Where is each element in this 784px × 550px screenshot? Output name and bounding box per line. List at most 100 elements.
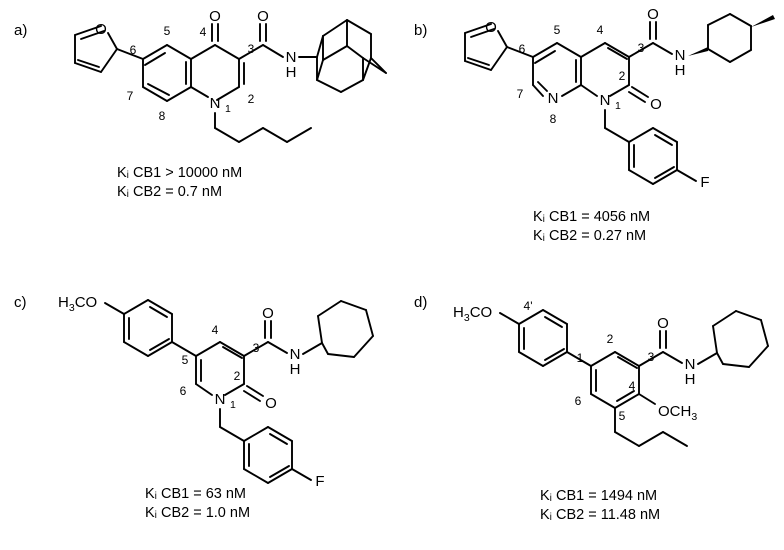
methoxy-group-c: H3CO <box>58 294 125 315</box>
atom-label-H-amide-b: H <box>675 62 686 79</box>
ring-num-5-c: 5 <box>182 353 189 367</box>
atom-label-OCH3-d: OCH3 <box>658 403 697 423</box>
atom-label-O-furan-b: O <box>485 19 497 36</box>
structure-c-svg: H3CO <box>58 294 374 490</box>
ring-num-5-a: 5 <box>164 24 171 38</box>
ring-num-5-d: 5 <box>619 409 626 423</box>
cycloheptyl-c <box>302 300 374 358</box>
atom-label-O-amide-d: O <box>657 315 669 332</box>
panel-c: c) H3CO <box>0 272 400 550</box>
atom-label-N1-c: N <box>215 391 226 408</box>
ring-num-8-a: 8 <box>159 109 166 123</box>
ring-num-8-b: 8 <box>550 112 557 126</box>
adamantyl-group-a <box>316 19 387 93</box>
furan-ring-a: O <box>74 21 118 73</box>
structure-d-svg: H3CO 4' <box>453 299 769 447</box>
fluorobenzyl-b: F <box>604 109 710 191</box>
ki-cb1-a: Kᵢ CB1 > 10000 nM <box>117 165 243 181</box>
pyridinone-ring-a: O N 1 <box>190 8 245 115</box>
atom-label-F-c: F <box>315 473 324 490</box>
ki-cb2-c: Kᵢ CB2 = 1.0 nM <box>145 505 251 521</box>
methoxyphenyl-ring-c <box>123 299 173 357</box>
panel-b: b) O <box>400 0 784 270</box>
carboxamide-c: O N H <box>243 305 301 378</box>
carboxamide-b: O N H <box>628 6 686 79</box>
atom-label-O-ketone-c: O <box>265 395 277 412</box>
ring-num-6-a: 6 <box>130 43 137 57</box>
atom-label-N-amide-d: N <box>685 356 696 373</box>
atom-label-N-amide-a: N <box>286 49 297 66</box>
ki-values-b: Kᵢ CB1 = 4056 nM Kᵢ CB2 = 0.27 nM <box>533 208 650 246</box>
fluorobenzyl-c: F <box>219 408 325 490</box>
ring-num-4prime-d: 4' <box>524 299 533 313</box>
ring-num-6-c: 6 <box>180 384 187 398</box>
cycloheptyl-d <box>697 310 769 368</box>
atom-num-N1-c: 1 <box>230 399 236 411</box>
wedge-bond-n-b <box>688 47 708 56</box>
ki-cb2-b: Kᵢ CB2 = 0.27 nM <box>533 228 647 244</box>
atom-label-N-amide-c: N <box>290 346 301 363</box>
ring-num-7-a: 7 <box>127 89 134 103</box>
panel-d-label: d) <box>414 294 428 311</box>
pyridinone-ring-c: O N 1 <box>195 341 277 412</box>
pyridinone-ring-b: O N 1 <box>580 42 662 113</box>
benzo-ring-a <box>142 44 192 102</box>
pyridine-ring-b: N 8 <box>532 42 582 126</box>
methylcyclohexyl-b <box>688 13 775 63</box>
ring-num-4-d: 4 <box>629 379 636 393</box>
carboxamide-a: O N H <box>238 8 318 81</box>
ring-num-2-a: 2 <box>248 92 255 106</box>
atom-label-H-amide-c: H <box>290 361 301 378</box>
atom-label-F-b: F <box>700 174 709 191</box>
ring-num-6-b: 6 <box>519 42 526 56</box>
atom-label-N-amide-b: N <box>675 47 686 64</box>
ki-values-d: Kᵢ CB1 = 1494 nM Kᵢ CB2 = 11.48 nM <box>540 487 660 525</box>
panel-b-label: b) <box>414 22 428 39</box>
ki-cb1-d: Kᵢ CB1 = 1494 nM <box>540 488 658 504</box>
atom-label-O-amide-a: O <box>257 8 269 25</box>
ring-num-2-d: 2 <box>607 332 614 346</box>
butyl-chain-d <box>614 407 688 447</box>
ki-values-c: Kᵢ CB1 = 63 nM Kᵢ CB2 = 1.0 nM <box>145 485 250 523</box>
ring-num-2-c: 2 <box>234 369 241 383</box>
atom-num-N1-a: 1 <box>225 103 231 115</box>
ring-num-1-d: 1 <box>577 351 584 365</box>
ring-methoxy-d: OCH3 <box>638 393 697 423</box>
ring-num-7-b: 7 <box>517 87 524 101</box>
methoxy-group-d: H3CO 4' <box>453 299 533 325</box>
atom-label-H3CO-c: H3CO <box>58 294 97 314</box>
panel-a: a) O <box>0 0 400 260</box>
ring-num-4-a: 4 <box>200 25 207 39</box>
atom-label-N1-a: N <box>210 95 221 112</box>
furan-ring-b: O <box>464 19 508 71</box>
ring-num-3-d: 3 <box>648 350 655 364</box>
ring-num-4-b: 4 <box>597 23 604 37</box>
central-benzene-d <box>590 351 640 409</box>
atom-label-O-amide-c: O <box>262 305 274 322</box>
panel-a-label: a) <box>14 22 28 39</box>
atom-label-O-amide-b: O <box>647 6 659 23</box>
ring-num-6-d: 6 <box>575 394 582 408</box>
atom-num-N1-b: 1 <box>615 100 621 112</box>
ki-cb2-d: Kᵢ CB2 = 11.48 nM <box>540 507 661 523</box>
atom-label-N1-b: N <box>600 92 611 109</box>
ring-num-4-c: 4 <box>212 323 219 337</box>
atom-label-O-furan-a: O <box>95 21 107 38</box>
ki-cb1-c: Kᵢ CB1 = 63 nM <box>145 486 247 502</box>
ring-num-3-b: 3 <box>638 41 645 55</box>
atom-label-H-amide-d: H <box>685 371 696 388</box>
panel-c-label: c) <box>14 294 27 311</box>
atom-label-O-ketone-b: O <box>650 96 662 113</box>
ring-num-3-a: 3 <box>248 42 255 56</box>
atom-label-N8-b: N <box>548 90 559 107</box>
atom-label-O-ketone-a: O <box>209 8 221 25</box>
ki-cb2-a: Kᵢ CB2 = 0.7 nM <box>117 184 223 200</box>
ki-values-a: Kᵢ CB1 > 10000 nM Kᵢ CB2 = 0.7 nM <box>117 164 242 202</box>
structure-b-svg: O N 8 <box>464 6 775 191</box>
atom-label-H-amide-a: H <box>286 64 297 81</box>
methoxyphenyl-ring-d <box>518 309 568 367</box>
ring-num-5-b: 5 <box>554 23 561 37</box>
ring-num-2-b: 2 <box>619 69 626 83</box>
ki-cb1-b: Kᵢ CB1 = 4056 nM <box>533 209 651 225</box>
